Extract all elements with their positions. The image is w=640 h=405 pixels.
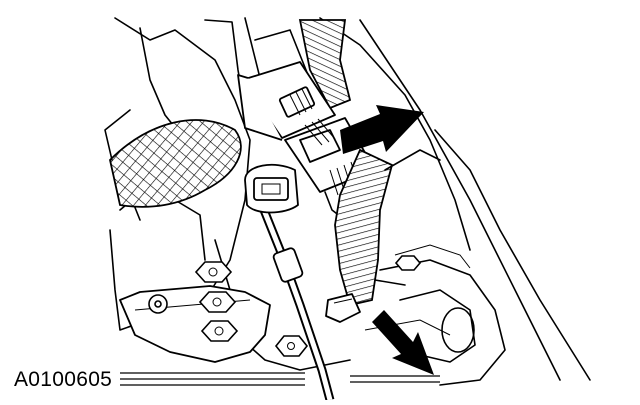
bolt-1	[194, 261, 233, 283]
figure-id-label: A0100605	[14, 368, 113, 391]
mounting-bracket	[119, 285, 271, 363]
control-cable	[257, 203, 335, 402]
arrow-to-harness-clip	[372, 310, 434, 375]
mesh-covered-component	[104, 109, 242, 208]
wiring-harness-upper	[298, 19, 352, 110]
arrow-to-connector	[340, 105, 424, 154]
harness-clip	[325, 293, 361, 323]
bolt-4	[274, 335, 309, 357]
bolt-3	[200, 320, 239, 342]
wiring-harness-lower	[334, 148, 441, 307]
bolt-5	[394, 255, 422, 271]
bolt-group	[194, 255, 422, 357]
bolt-2	[198, 291, 237, 313]
figure-id-leader	[120, 372, 440, 386]
sensor-connector-lower	[244, 163, 299, 214]
